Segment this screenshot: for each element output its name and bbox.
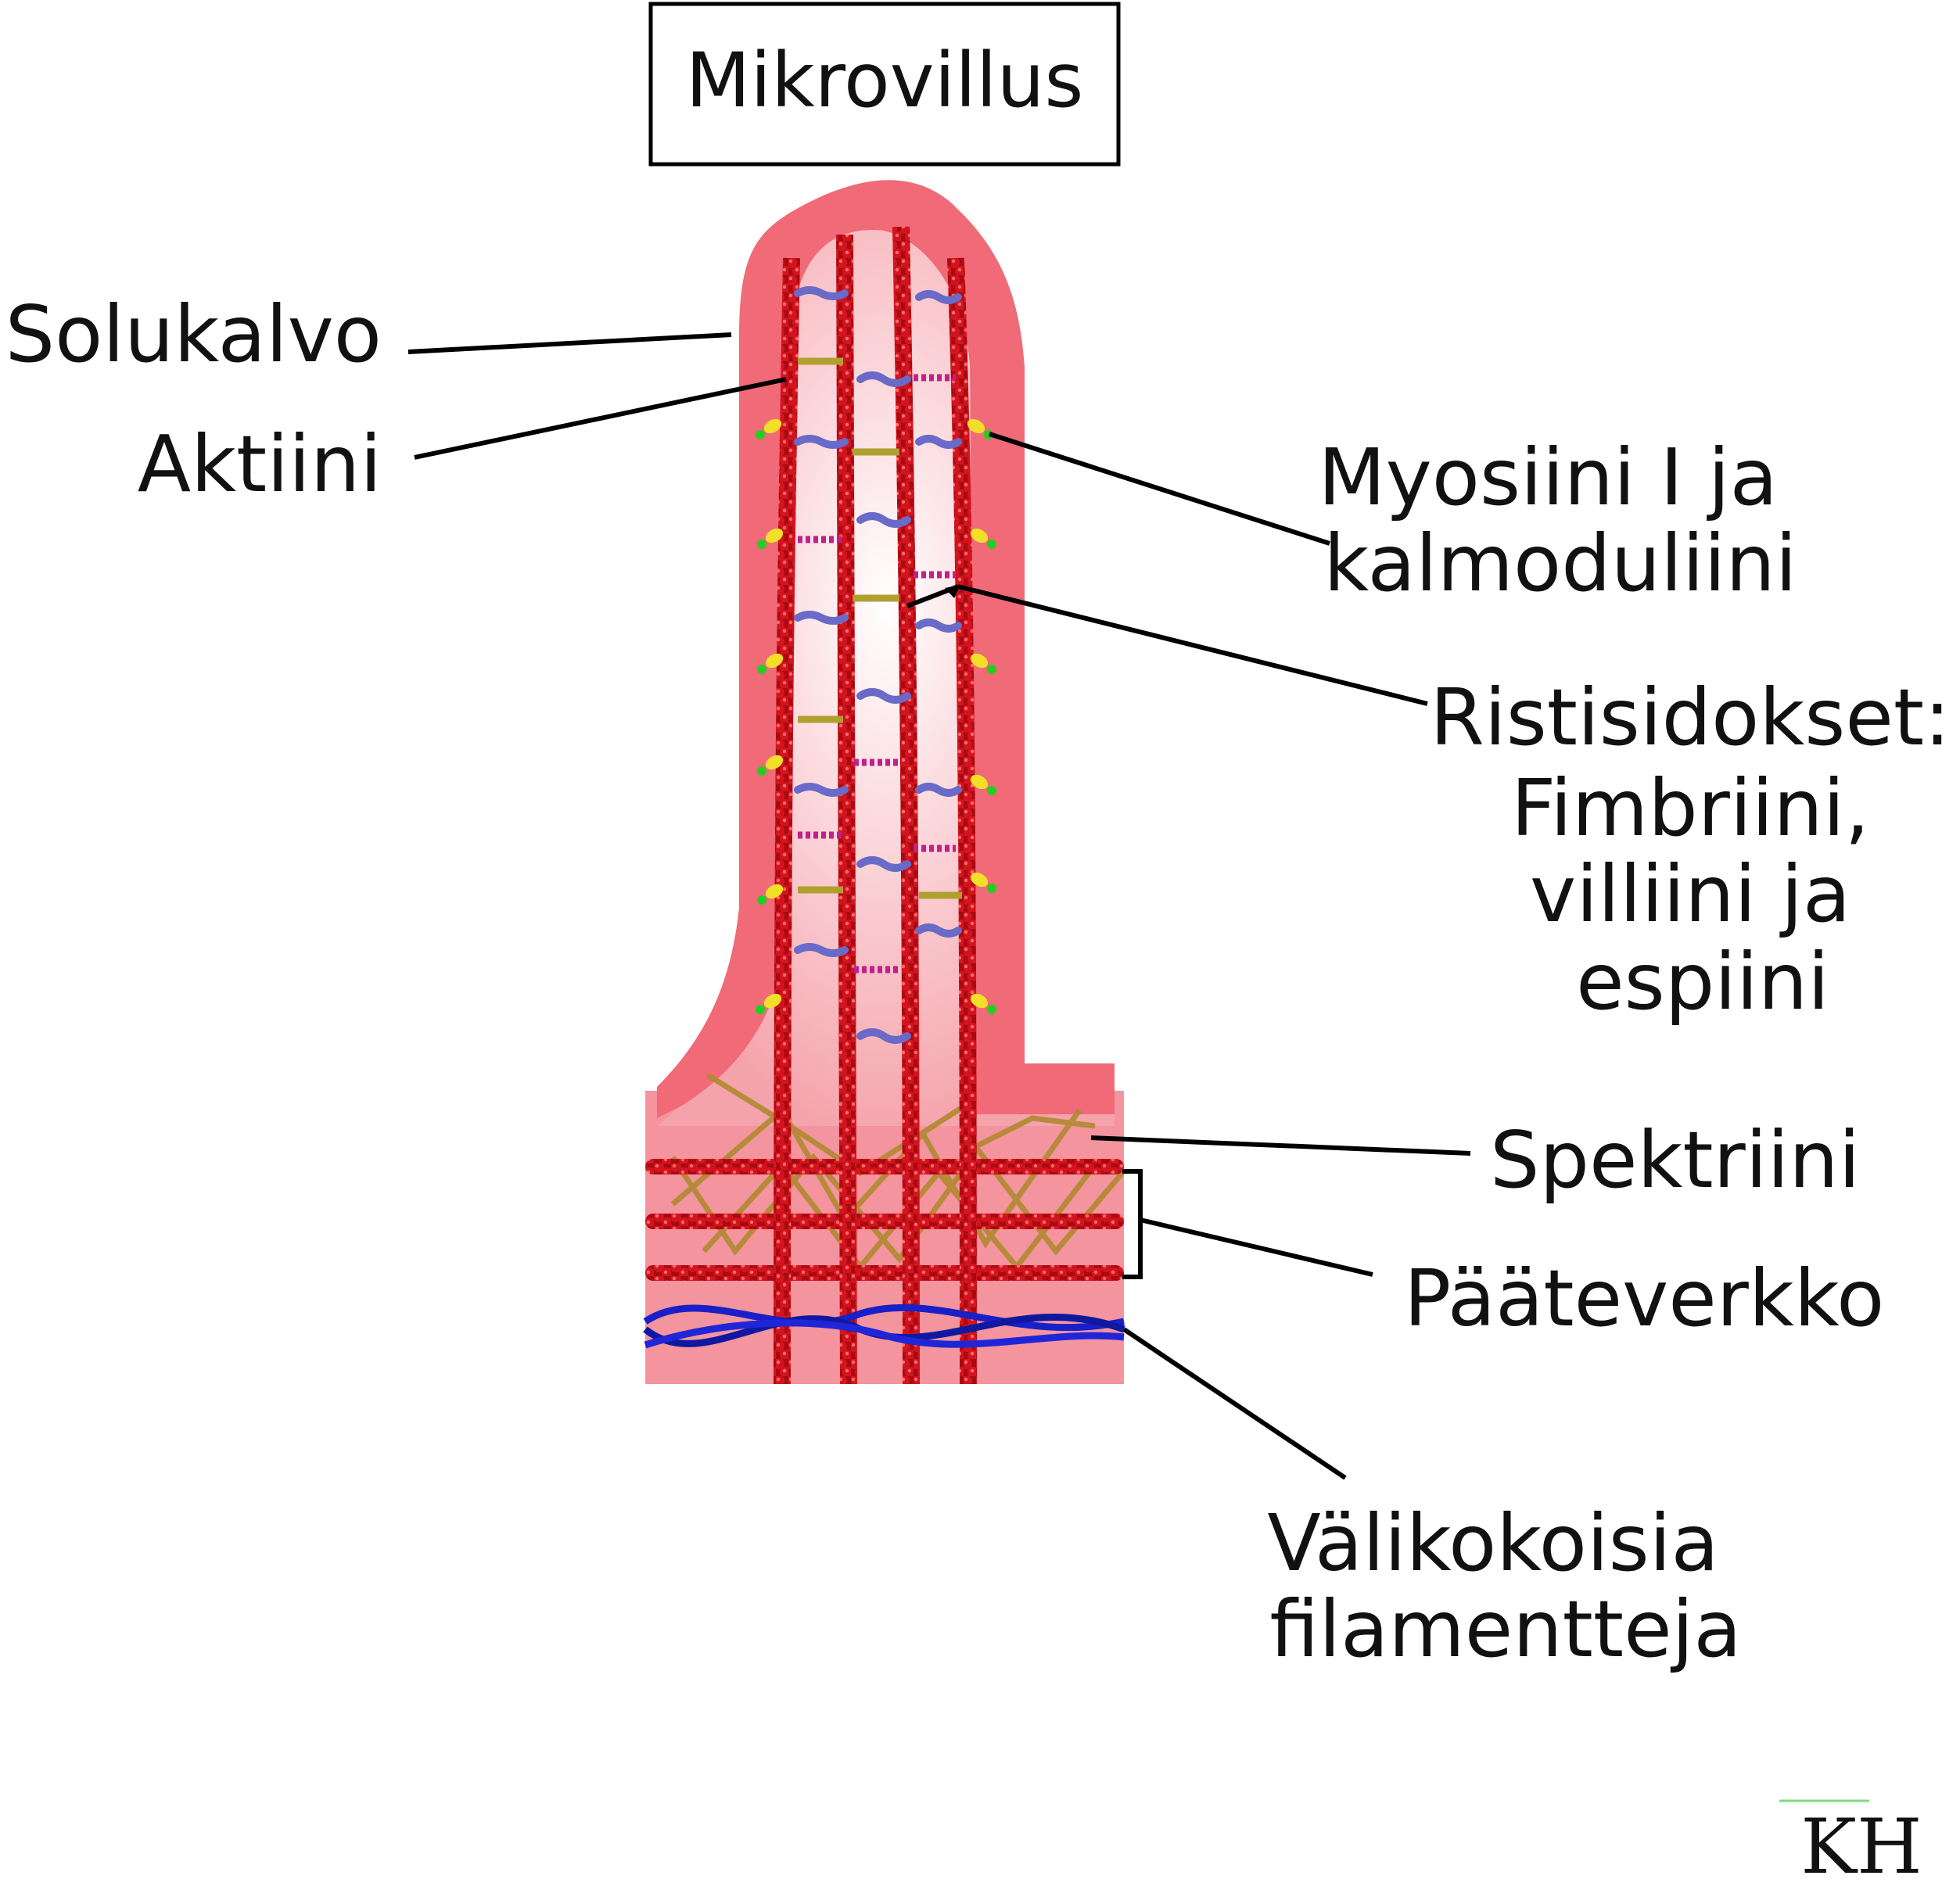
label-spektriini: Spektriini: [1490, 1114, 1860, 1206]
cell-membrane: [657, 180, 1115, 1118]
label-myosiini-line1: Myosiini I ja: [1318, 432, 1778, 523]
terminal-web-actin: [645, 1159, 1124, 1281]
label-aktiini: Aktiini: [138, 418, 382, 510]
actin-filaments: [774, 226, 977, 1385]
label-ristisidokset-line1: Ristisidokset:: [1430, 672, 1950, 763]
title-box: [648, 2, 1121, 167]
label-valikokoisia-line1: Välikokoisia: [1267, 1497, 1719, 1589]
label-ristisidokset-line4: espiini: [1576, 936, 1829, 1027]
label-valikokoisia-line2: filamentteja: [1269, 1583, 1741, 1675]
label-ristisidokset-line2: Fimbriini,: [1511, 762, 1870, 854]
label-myosiini-line2: kalmoduliini: [1323, 518, 1797, 609]
leader-lines: [407, 332, 1471, 1480]
myosin-arm-left: [756, 418, 784, 1014]
label-solukalvo: Solukalvo: [5, 289, 382, 380]
crosslinks-espin: [798, 357, 962, 899]
label-paateverkko: Pääteverkko: [1404, 1253, 1884, 1344]
label-ristisidokset-line3: villiini ja: [1530, 848, 1851, 940]
crosslinks-villin: [798, 374, 956, 974]
crosslinks-fimbrin: [794, 286, 962, 1044]
myosin-arm-right: [967, 418, 996, 1014]
title: Mikrovillus: [686, 37, 1084, 124]
label-valikokoisia: Välikokoisia filamentteja: [1267, 1497, 1743, 1675]
cytoplasm: [657, 230, 1115, 1126]
signature: KH: [1800, 1803, 1922, 1879]
label-myosiini: Myosiini I ja kalmoduliini: [1318, 432, 1802, 609]
myosin-calmodulin: [756, 418, 996, 1014]
label-ristisidokset: Ristisidokset: Fimbriini, villiini ja es…: [1430, 672, 1960, 1027]
intermediate-filaments: [643, 1303, 1125, 1349]
